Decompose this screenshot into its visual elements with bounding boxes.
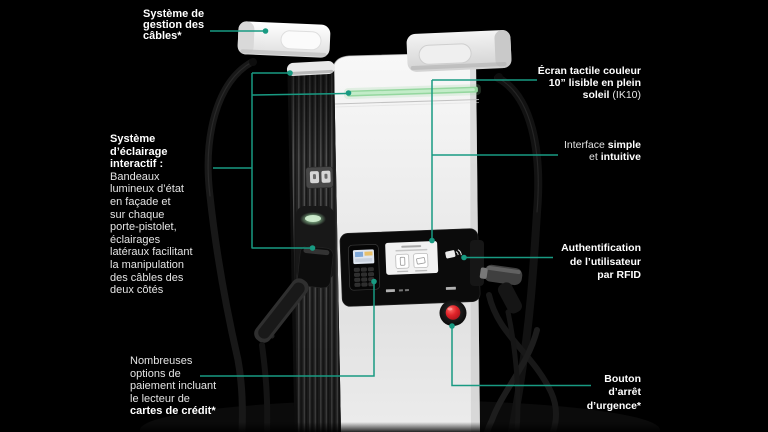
label-interface-l1n: Interface — [563, 139, 608, 151]
dot-facade-light — [287, 70, 293, 76]
label-line: Bouton — [604, 373, 641, 385]
cable-management-arm-left — [237, 21, 331, 58]
dot-payment — [371, 278, 377, 285]
left-charging-gun — [254, 278, 309, 432]
connector-payment — [200, 282, 375, 377]
label-line: interactif : — [110, 158, 164, 171]
label-line: Système de — [143, 8, 205, 20]
annotations — [200, 30, 591, 387]
card-icon — [416, 257, 426, 265]
label-line: d’arrêt — [608, 386, 641, 399]
label-line: d’urgence* — [586, 399, 641, 412]
payment-keypad — [353, 267, 375, 287]
control-panel — [339, 228, 481, 307]
right-gun-cable — [505, 309, 521, 432]
right-charging-gun — [479, 264, 523, 432]
label-interface-line1: Interface simple — [531, 139, 641, 152]
label-line: en façade et — [110, 195, 171, 208]
label-screen-soleil: soleil — [582, 88, 610, 101]
label-screen-ik10: (IK10) — [609, 88, 641, 101]
label-line: sur chaque — [110, 208, 165, 221]
connector-screen-interface — [431, 79, 558, 239]
label-payment-bold: cartes de crédit* — [130, 405, 216, 418]
label-line: options de — [130, 367, 181, 380]
label-line: des câbles des — [110, 271, 184, 284]
right-arm-cable-hook — [495, 73, 503, 81]
touchscreen — [385, 241, 439, 275]
fins-top-cap — [286, 61, 335, 76]
connector-lighting — [213, 72, 347, 249]
label-line: Bandeaux — [110, 170, 160, 183]
dot-led-strip — [345, 90, 352, 96]
label-line: le lecteur de — [130, 392, 190, 405]
annotation-dots — [262, 28, 467, 329]
charging-cables-left — [204, 58, 256, 432]
right-gun-holster — [470, 240, 484, 286]
label-interface-l2b: intuitive — [600, 150, 641, 163]
certification-marks — [385, 286, 456, 293]
connector-emergency — [451, 327, 591, 387]
label-line: paiement incluant — [130, 380, 217, 393]
label-line: d’éclairage — [110, 145, 168, 158]
label-line: la manipulation — [110, 258, 184, 271]
payment-terminal — [347, 244, 381, 291]
dot-emergency — [449, 323, 455, 329]
left-arm-cable-hook — [249, 58, 257, 66]
label-line: deux côtés — [110, 284, 164, 297]
emergency-stop-button — [439, 300, 467, 326]
label-line: de l’utilisateur — [569, 255, 641, 268]
bottom-fade — [0, 422, 768, 432]
cable-management-arm-right — [406, 30, 512, 72]
label-line: câbles* — [143, 29, 182, 42]
label-screen-line3: soleil (IK10) — [511, 88, 641, 102]
cabinet-seam — [334, 99, 480, 105]
rfid-reader-icon — [445, 249, 462, 259]
dot-touchscreen — [429, 237, 435, 244]
label-line: lumineux d’état — [110, 183, 184, 196]
label-interface: Interface simple et intuitive — [531, 139, 641, 164]
label-line: 10” lisible en plein — [548, 76, 641, 89]
label-line: éclairages — [110, 233, 161, 246]
label-line: Authentification — [561, 242, 641, 254]
label-line: Système — [110, 133, 156, 145]
phone-icon — [399, 256, 406, 266]
left-gun-holster — [296, 206, 334, 289]
label-line: latéraux facilitant — [110, 246, 193, 259]
connector-socket-plate — [305, 166, 334, 189]
label-line: gestion des — [143, 18, 205, 31]
cabinet-seam-2 — [334, 102, 480, 108]
dot-rfid — [461, 254, 467, 261]
label-interface-l2n: et — [589, 150, 601, 163]
dot-holster-light — [309, 245, 316, 251]
label-interface-l1b: simple — [607, 139, 641, 151]
dot-cable-management — [262, 28, 269, 34]
label-interface-line2: et intuitive — [531, 150, 641, 164]
label-line: porte-pistolet, — [110, 221, 177, 234]
label-line: Nombreuses — [130, 355, 193, 367]
status-led-strip — [343, 84, 481, 100]
label-line: par RFID — [597, 269, 641, 282]
label-line: Écran tactile couleur — [537, 65, 641, 77]
